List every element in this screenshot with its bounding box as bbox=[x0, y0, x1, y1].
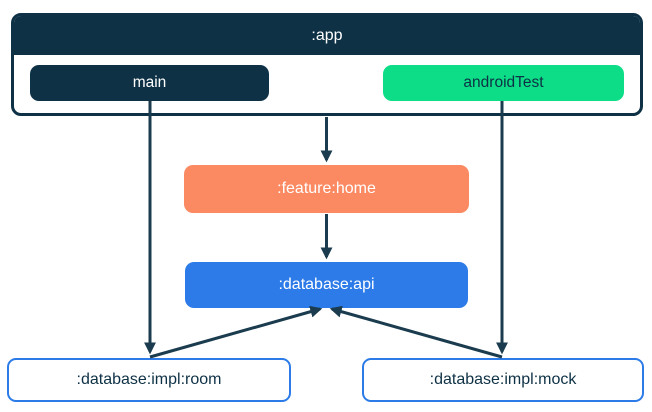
node-feature-home-label: :feature:home bbox=[277, 180, 376, 197]
source-set-androidtest: androidTest bbox=[383, 65, 624, 101]
node-database-impl-room: :database:impl:room bbox=[7, 358, 291, 402]
node-feature-home: :feature:home bbox=[184, 165, 469, 213]
source-set-androidtest-label: androidTest bbox=[463, 74, 544, 91]
node-database-api-label: :database:api bbox=[278, 276, 375, 293]
dependency-arrow bbox=[329, 305, 503, 359]
node-database-impl-mock-label: :database:impl:mock bbox=[429, 371, 577, 388]
dependency-arrow bbox=[149, 305, 323, 359]
node-database-impl-mock: :database:impl:mock bbox=[362, 358, 644, 402]
app-module-label: :app bbox=[311, 26, 343, 44]
node-database-api: :database:api bbox=[185, 262, 468, 308]
app-module-container: :app main androidTest bbox=[11, 13, 643, 116]
app-module-body: main androidTest bbox=[14, 55, 640, 101]
app-module-header: :app bbox=[14, 16, 640, 55]
node-database-impl-room-label: :database:impl:room bbox=[76, 371, 222, 388]
source-set-main: main bbox=[30, 65, 269, 101]
source-set-main-label: main bbox=[132, 74, 167, 91]
